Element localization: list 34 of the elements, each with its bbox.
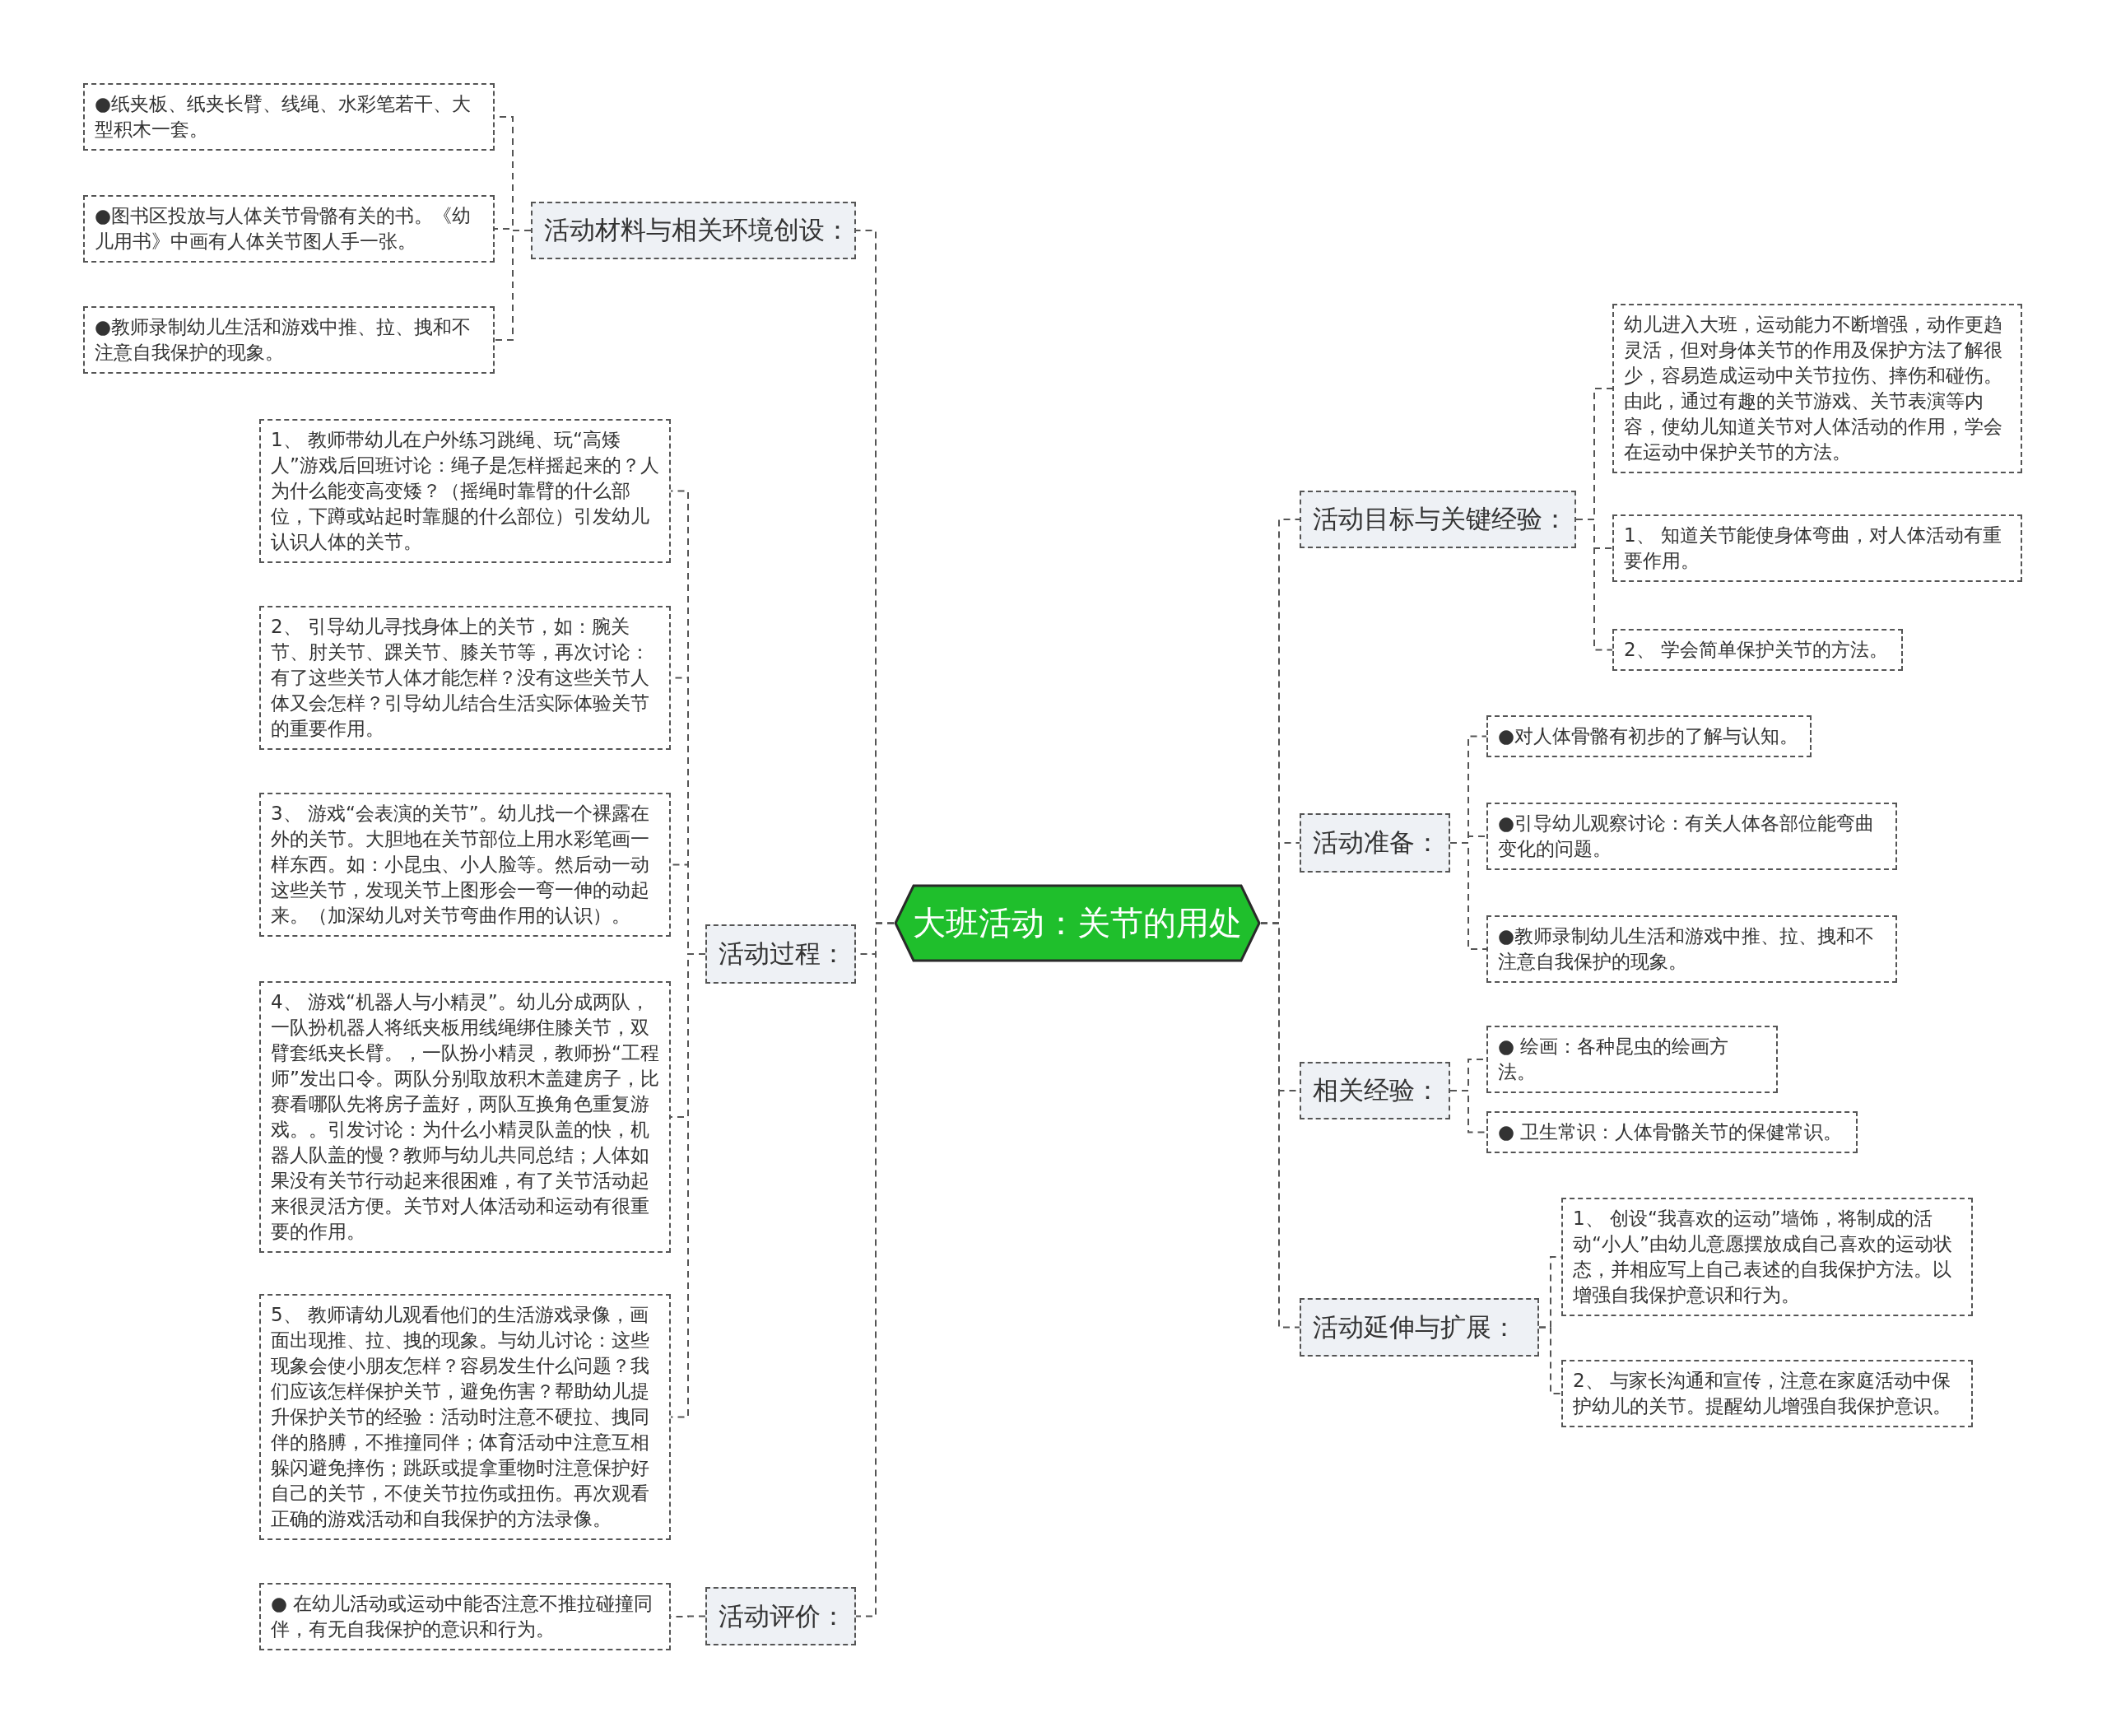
note-box: ● 在幼儿活动或运动中能否注意不推拉碰撞同伴，有无自我保护的意识和行为。 bbox=[259, 1583, 671, 1650]
topic-box: 活动过程： bbox=[705, 924, 856, 984]
note-box: 1、 知道关节能使身体弯曲，对人体活动有重要作用。 bbox=[1612, 514, 2022, 582]
central-topic: 大班活动：关节的用处 bbox=[894, 884, 1261, 962]
topic-box: 活动材料与相关环境创设： bbox=[531, 202, 856, 259]
note-box: ● 绘画：各种昆虫的绘画方法。 bbox=[1486, 1026, 1778, 1093]
connector bbox=[1260, 922, 1300, 1329]
note-box: ●纸夹板、纸夹长臂、线绳、水彩笔若干、大型积木一套。 bbox=[83, 83, 495, 151]
note-box: ●图书区投放与人体关节骨骼有关的书。《幼儿用书》中画有人体关节图人手一张。 bbox=[83, 195, 495, 263]
note-box: 2、 与家长沟通和宣传，注意在家庭活动中保护幼儿的关节。提醒幼儿增强自我保护意识。 bbox=[1561, 1360, 1973, 1427]
note-box: 1、 创设“我喜欢的运动”墙饰，将制成的活动“小人”由幼儿意愿摆放成自己喜欢的运动状态，并相应写上自己表述的自我保护方法。以增强自我保护意识和行为。 bbox=[1561, 1198, 1973, 1316]
note-box: 4、 游戏“机器人与小精灵”。幼儿分成两队，一队扮机器人将纸夹板用线绳绑住膝关节，双臂套纸夹长臂。，一队扮小精灵，教师扮“工程师”发出口令。两队分别取放积木盖建房子，比赛看哪队先将房子盖好，两队互换角色重复游戏。。引发讨论：为什么小精灵队盖的快，机器人队盖的慢？教师与幼儿共同总结；人体如果没有关节行动起来很困难，有了关节活动起来很灵活方便。关节对人体活动和运动有很重要的作用。 bbox=[259, 981, 671, 1253]
note-box: 2、 引导幼儿寻找身体上的关节，如：腕关节、肘关节、踝关节、膝关节等，再次讨论：有了这些关节人体才能怎样？没有这些关节人体又会怎样？引导幼儿结合生活实际体验关节的重要作用。 bbox=[259, 606, 671, 750]
note-box: ●对人体骨骼有初步的了解与认知。 bbox=[1486, 715, 1812, 757]
connector bbox=[1449, 1090, 1487, 1133]
note-box: 2、 学会简单保护关节的方法。 bbox=[1612, 629, 1903, 671]
connector bbox=[1449, 842, 1487, 950]
note-box: 5、 教师请幼儿观看他们的生活游戏录像，画面出现推、拉、拽的现象。与幼儿讨论：这些现象会使小朋友怎样？容易发生什么问题？我们应该怎样保护关节，避免伤害？帮助幼儿提升保护关节的经验：活动时注意不硬拉、拽同伴的胳膊，不推撞同伴；体育活动中注意互相躲闪避免摔伤；跳跃或提拿重物时注意保护好自己的关节，不使关节拉伤或扭伤。再次观看正确的游戏活动和自我保护的方法录像。 bbox=[259, 1294, 671, 1540]
connector bbox=[855, 922, 895, 1617]
topic-box: 活动准备： bbox=[1300, 813, 1450, 873]
note-box: 1、 教师带幼儿在户外练习跳绳、玩“高矮人”游戏后回班讨论：绳子是怎样摇起来的？人为什么能变高变矮？（摇绳时靠臂的什么部位，下蹲或站起时靠腿的什么部位）引发幼儿认识人体的关节。 bbox=[259, 419, 671, 563]
note-box: 幼儿进入大班，运动能力不断增强，动作更趋灵活，但对身体关节的作用及保护方法了解很少，容易造成运动中关节拉伤、摔伤和碰伤。由此，通过有趣的关节游戏、关节表演等内容，使幼儿知道关节对人体活动的作用，学会在运动中保护关节的方法。 bbox=[1612, 304, 2022, 473]
note-box: ●教师录制幼儿生活和游戏中推、拉、拽和不注意自我保护的现象。 bbox=[83, 306, 495, 374]
connector bbox=[1575, 519, 1613, 651]
note-box: ● 卫生常识：人体骨骼关节的保健常识。 bbox=[1486, 1111, 1858, 1153]
note-box: ●教师录制幼儿生活和游戏中推、拉、拽和不注意自我保护的现象。 bbox=[1486, 915, 1897, 983]
topic-box: 活动延伸与扩展： bbox=[1300, 1298, 1539, 1357]
connector bbox=[1538, 1326, 1562, 1394]
note-box: ●引导幼儿观察讨论：有关人体各部位能弯曲变化的问题。 bbox=[1486, 803, 1897, 870]
connector bbox=[494, 230, 532, 341]
topic-box: 活动评价： bbox=[705, 1587, 856, 1645]
topic-box: 相关经验： bbox=[1300, 1062, 1450, 1119]
note-box: 3、 游戏“会表演的关节”。幼儿找一个裸露在外的关节。大胆地在关节部位上用水彩笔画一样东西。如：小昆虫、小人脸等。然后动一动这些关节，发现关节上图形会一弯一伸的动起来。（加深幼儿对关节弯曲作用的认识）。 bbox=[259, 793, 671, 937]
topic-box: 活动目标与关键经验： bbox=[1300, 491, 1576, 548]
